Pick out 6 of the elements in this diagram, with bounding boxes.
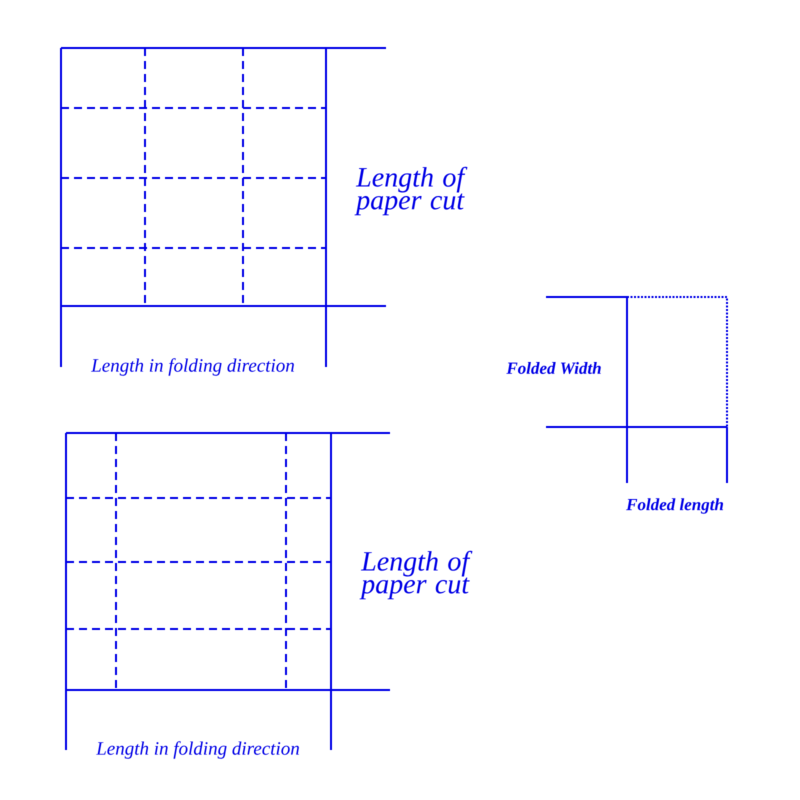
dimension-label: Length in folding direction xyxy=(91,358,294,376)
dimension-label: Length of paper cut xyxy=(360,550,472,600)
dimension-label: Length of paper cut xyxy=(354,166,468,216)
dimension-label: Folded length xyxy=(626,498,724,514)
dimension-label: Folded Width xyxy=(506,362,601,374)
dimension-label: Length in folding direction xyxy=(96,741,299,759)
